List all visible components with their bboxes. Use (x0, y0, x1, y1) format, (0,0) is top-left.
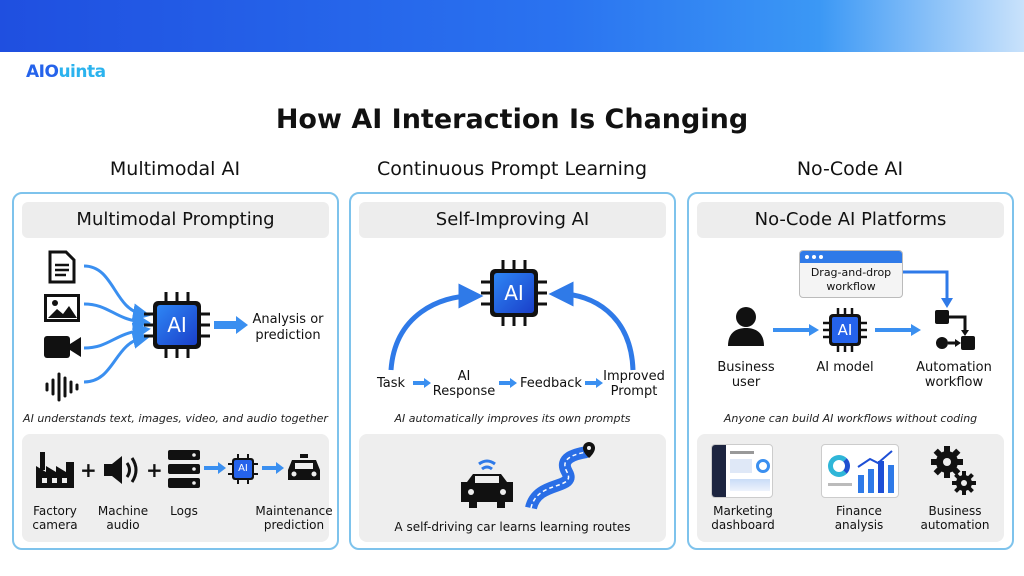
example-step-label: Machine audio (97, 504, 149, 532)
example-label: Business automation (920, 504, 990, 532)
ai-chip-small: AI (228, 454, 258, 484)
output-label: Analysis or prediction (252, 312, 324, 343)
server-logs-icon (168, 450, 200, 488)
example-box: Marketing dashboard Finance analysis Bus… (697, 434, 1004, 542)
winding-road-icon (525, 442, 595, 511)
flow-step-automation-workflow: Automation workflow (916, 360, 992, 390)
arrow-icon (262, 462, 284, 474)
column-title-no-code: No-Code AI (796, 158, 904, 180)
top-banner (0, 0, 1024, 52)
user-icon (728, 307, 764, 346)
arrow-icon (773, 324, 819, 336)
panel-no-code: No-Code AI Platforms Drag-and-drop workf… (687, 192, 1014, 550)
loop-step-improved-prompt: Improved Prompt (603, 369, 665, 399)
panel-header: Multimodal Prompting (22, 202, 329, 238)
ai-chip: AI (144, 292, 210, 358)
marketing-dashboard-thumbnail (711, 444, 773, 498)
panel-caption: AI automatically improves its own prompt… (394, 412, 631, 425)
speaker-icon (104, 456, 138, 484)
example-step-label: Maintenance prediction (255, 504, 333, 532)
drag-drop-label: Drag-and-drop workflow (810, 266, 892, 293)
example-step-label: Logs (170, 504, 198, 518)
brand-logo: AIOuinta (26, 62, 106, 82)
image-icon (44, 294, 80, 322)
arrow-icon (204, 462, 226, 474)
example-caption: A self-driving car learns learning route… (394, 520, 631, 534)
panel-header: No-Code AI Platforms (697, 202, 1004, 238)
video-camera-icon (44, 336, 81, 358)
loop-step-feedback: Feedback (520, 376, 582, 391)
arrow-icon (413, 378, 431, 388)
arrow-icon (875, 324, 921, 336)
page-title: How AI Interaction Is Changing (275, 104, 749, 135)
ai-chip: AI (823, 308, 867, 352)
column-title-prompt-learning: Continuous Prompt Learning (376, 158, 648, 180)
document-icon (48, 250, 76, 284)
plus-sign: + (80, 458, 97, 482)
workflow-icon (935, 310, 975, 350)
gears-icon (931, 446, 976, 495)
factory-icon (36, 452, 74, 488)
example-box: A self-driving car learns learning route… (359, 434, 666, 542)
drag-drop-window: Drag-and-drop workflow (799, 250, 903, 298)
example-box: + + (22, 434, 333, 542)
panel-header: Self-Improving AI (359, 202, 666, 238)
finance-analysis-thumbnail (821, 444, 899, 498)
example-label: Finance analysis (834, 504, 884, 532)
panel-multimodal: Multimodal Prompting (12, 192, 339, 550)
panel-prompt-learning: Self-Improving AI AI Task AI Response Fe… (349, 192, 676, 550)
input-arrows (83, 264, 151, 384)
panel-caption: AI understands text, images, video, and … (23, 412, 328, 425)
output-arrow (214, 316, 248, 334)
arrow-icon (585, 378, 603, 388)
loop-arrows (388, 281, 636, 371)
example-label: Marketing dashboard (711, 504, 775, 532)
panel-caption: Anyone can build AI workflows without co… (723, 412, 978, 425)
car-icon (288, 454, 320, 480)
column-title-multimodal: Multimodal AI (109, 158, 241, 180)
ai-chip: AI (481, 260, 547, 326)
example-step-label: Factory camera (32, 504, 78, 532)
plus-sign: + (146, 458, 163, 482)
flow-step-ai-model: AI model (816, 360, 874, 375)
loop-step-ai-response: AI Response (432, 369, 496, 399)
flow-step-business-user: Business user (717, 360, 775, 390)
loop-step-task: Task (376, 376, 406, 391)
arrow-icon (499, 378, 517, 388)
connector-arrow (903, 270, 953, 308)
self-driving-car-icon (461, 459, 513, 508)
audio-waveform-icon (45, 372, 79, 402)
